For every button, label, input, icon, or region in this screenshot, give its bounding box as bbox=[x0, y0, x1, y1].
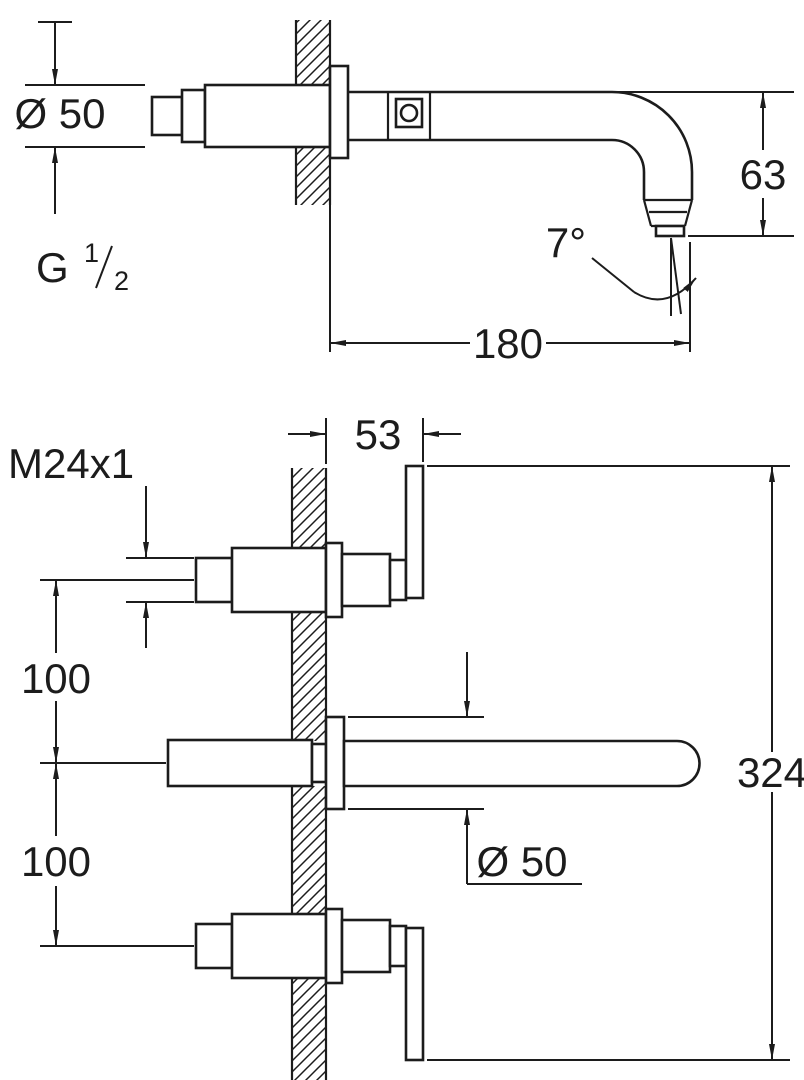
label-g-half: G 1 2 bbox=[36, 238, 129, 296]
outlet-taper-right bbox=[683, 199, 694, 227]
wall-hatching bbox=[296, 20, 330, 85]
handle-top-housing bbox=[340, 552, 392, 608]
handle-spacing-bottom-label: 100 bbox=[21, 838, 91, 885]
handle-top-nipple bbox=[194, 556, 234, 604]
aerator bbox=[654, 224, 686, 238]
wall-section-side bbox=[294, 20, 332, 205]
angle-7: 7° bbox=[546, 219, 697, 316]
dim-dia50-top: Ø 50 bbox=[14, 21, 145, 214]
spout-tube bbox=[342, 739, 701, 788]
connection-nipple bbox=[150, 95, 184, 137]
handle-bottom-housing bbox=[340, 918, 392, 974]
spout-step bbox=[310, 742, 328, 784]
wall-hatching bbox=[296, 147, 330, 205]
dim-100-top: 100 bbox=[21, 579, 194, 764]
handle-bottom bbox=[194, 907, 425, 1062]
handle-top bbox=[194, 464, 425, 619]
handle-top-body bbox=[230, 546, 328, 614]
body-step bbox=[180, 88, 207, 144]
spout-reach-label: 180 bbox=[473, 320, 543, 367]
handle-top-rosette bbox=[324, 541, 344, 619]
handle-bottom-nipple bbox=[194, 922, 234, 970]
spout-front-view bbox=[166, 715, 701, 811]
set-screw bbox=[399, 103, 419, 123]
handle-spacing-top-label: 100 bbox=[21, 655, 91, 702]
concealed-valve-body bbox=[150, 64, 350, 160]
dim-180: 180 bbox=[329, 205, 691, 367]
wall-hatching bbox=[292, 612, 326, 741]
dim-53: 53 bbox=[288, 411, 461, 464]
spout-height-label: 63 bbox=[740, 151, 787, 198]
outlet-taper-left bbox=[642, 199, 653, 227]
wall-hatching bbox=[292, 468, 326, 548]
wall-hatching bbox=[292, 786, 326, 914]
dim-dia50-bottom: Ø 50 bbox=[348, 652, 582, 885]
rosette-diameter-label: Ø 50 bbox=[476, 838, 567, 885]
dim-63: 63 bbox=[616, 91, 794, 237]
wall-hatching bbox=[292, 978, 326, 1080]
handle-bottom-lever bbox=[404, 926, 425, 1062]
wall-section-front bbox=[290, 468, 328, 1080]
top-view: Ø 50 G 1 2 63 7° bbox=[14, 20, 794, 367]
spout-rosette bbox=[324, 715, 346, 811]
thread-numerator: 1 bbox=[84, 238, 99, 268]
spout-inner-edge bbox=[348, 138, 646, 200]
thread-denominator: 2 bbox=[114, 266, 129, 296]
overall-height-label: 324 bbox=[737, 749, 804, 796]
handle-bottom-body bbox=[230, 912, 328, 980]
bottom-view: M24x1 53 100 100 bbox=[8, 411, 804, 1080]
dim-100-bottom: 100 bbox=[21, 763, 194, 947]
spout-angle-label: 7° bbox=[546, 219, 586, 266]
valve-main-body bbox=[203, 83, 332, 149]
handle-bottom-rosette bbox=[324, 907, 344, 985]
handle-top-endcap bbox=[388, 558, 408, 602]
spout-outer-edge bbox=[348, 90, 694, 200]
diameter-label: Ø 50 bbox=[14, 90, 105, 137]
spout-connection-body bbox=[166, 738, 314, 788]
handle-top-lever bbox=[404, 464, 425, 600]
dim-324: 324 bbox=[427, 465, 804, 1061]
set-screw-housing bbox=[394, 97, 424, 129]
thread-label: M24x1 bbox=[8, 440, 134, 487]
thread-prefix: G bbox=[36, 244, 69, 291]
dim-m24x1: M24x1 bbox=[8, 440, 194, 648]
wall-rosette-side bbox=[328, 64, 350, 160]
handle-bottom-endcap bbox=[388, 924, 408, 968]
spout-side-view bbox=[348, 90, 694, 238]
wall-offset-label: 53 bbox=[355, 411, 402, 458]
